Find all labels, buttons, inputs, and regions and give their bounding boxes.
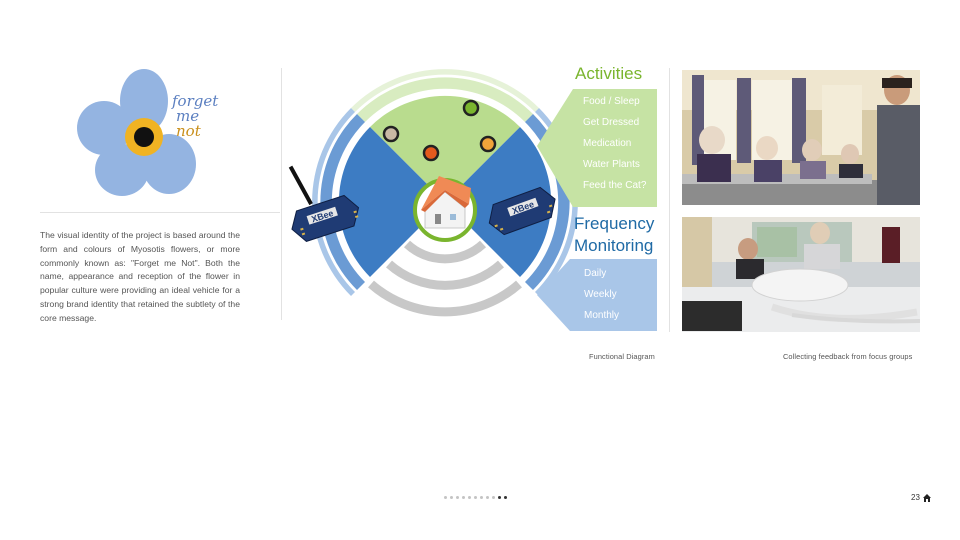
project-description: The visual identity of the project is ba… xyxy=(40,230,240,323)
forget-me-not-logo: forget me not xyxy=(74,66,224,198)
page-dot-active[interactable] xyxy=(498,496,501,499)
frequency-title-line1: Frequency xyxy=(574,214,655,233)
page-dot[interactable] xyxy=(504,496,507,499)
frequency-title-line2: Monitoring xyxy=(574,236,654,255)
activity-item: Medication xyxy=(583,138,632,149)
red-sensor-icon xyxy=(422,144,440,162)
diagram-caption: Functional Diagram xyxy=(589,352,655,361)
green-sensor-icon xyxy=(462,99,480,117)
page-dot[interactable] xyxy=(480,496,483,499)
logo-divider xyxy=(40,212,280,213)
column-divider-right xyxy=(669,68,670,332)
logo-word-forget: forget xyxy=(172,92,219,110)
frequency-title: Frequency Monitoring xyxy=(574,213,654,257)
focus-group-photo-2 xyxy=(682,217,920,332)
activities-panel xyxy=(537,89,657,207)
frequency-panel xyxy=(537,259,657,331)
page-number-area: 23 xyxy=(911,493,931,502)
left-sector xyxy=(338,127,445,277)
grey-sensor-icon xyxy=(382,125,400,143)
wireless-waves-icon xyxy=(368,240,522,317)
page-dot[interactable] xyxy=(456,496,459,499)
functional-diagram: XBee XBee Activities Food / Sleep Get Dr… xyxy=(285,60,670,335)
page-dots xyxy=(444,496,507,499)
focus-group-photo-2-image xyxy=(682,217,920,332)
photos-caption: Collecting feedback from focus groups xyxy=(783,352,913,361)
xbee-module-left-icon: XBee xyxy=(288,165,360,242)
page-dot[interactable] xyxy=(444,496,447,499)
logo-word-not: not xyxy=(176,122,201,140)
home-icon[interactable] xyxy=(922,493,931,502)
right-sector xyxy=(445,127,552,277)
activity-item: Water Plants xyxy=(583,159,640,170)
logo-word-me: me xyxy=(176,107,200,125)
xbee-module-right-icon: XBee xyxy=(488,186,556,236)
flower-icon xyxy=(77,69,196,196)
page-dot[interactable] xyxy=(474,496,477,499)
activities-list: Food / Sleep Get Dressed Medication Wate… xyxy=(583,91,646,196)
page-number: 23 xyxy=(911,493,920,502)
frequency-item: Monthly xyxy=(584,310,620,321)
page-dot[interactable] xyxy=(492,496,495,499)
page-dot[interactable] xyxy=(468,496,471,499)
page-dot[interactable] xyxy=(486,496,489,499)
page-dot[interactable] xyxy=(450,496,453,499)
orange-sensor-icon xyxy=(479,135,497,153)
activities-sector xyxy=(370,95,520,202)
focus-group-photo-1 xyxy=(682,70,920,205)
activities-title: Activities xyxy=(575,64,643,83)
column-divider-left xyxy=(281,68,282,320)
page-dot[interactable] xyxy=(462,496,465,499)
house-icon xyxy=(421,176,471,229)
activity-item: Food / Sleep xyxy=(583,96,640,107)
activity-item: Feed the Cat? xyxy=(583,180,647,191)
frequency-item: Weekly xyxy=(584,289,617,300)
activity-item: Get Dressed xyxy=(583,117,640,128)
frequency-item: Daily xyxy=(584,268,607,279)
frequency-list: Daily Weekly Monthly xyxy=(584,263,619,326)
focus-group-photo-1-image xyxy=(682,70,920,205)
